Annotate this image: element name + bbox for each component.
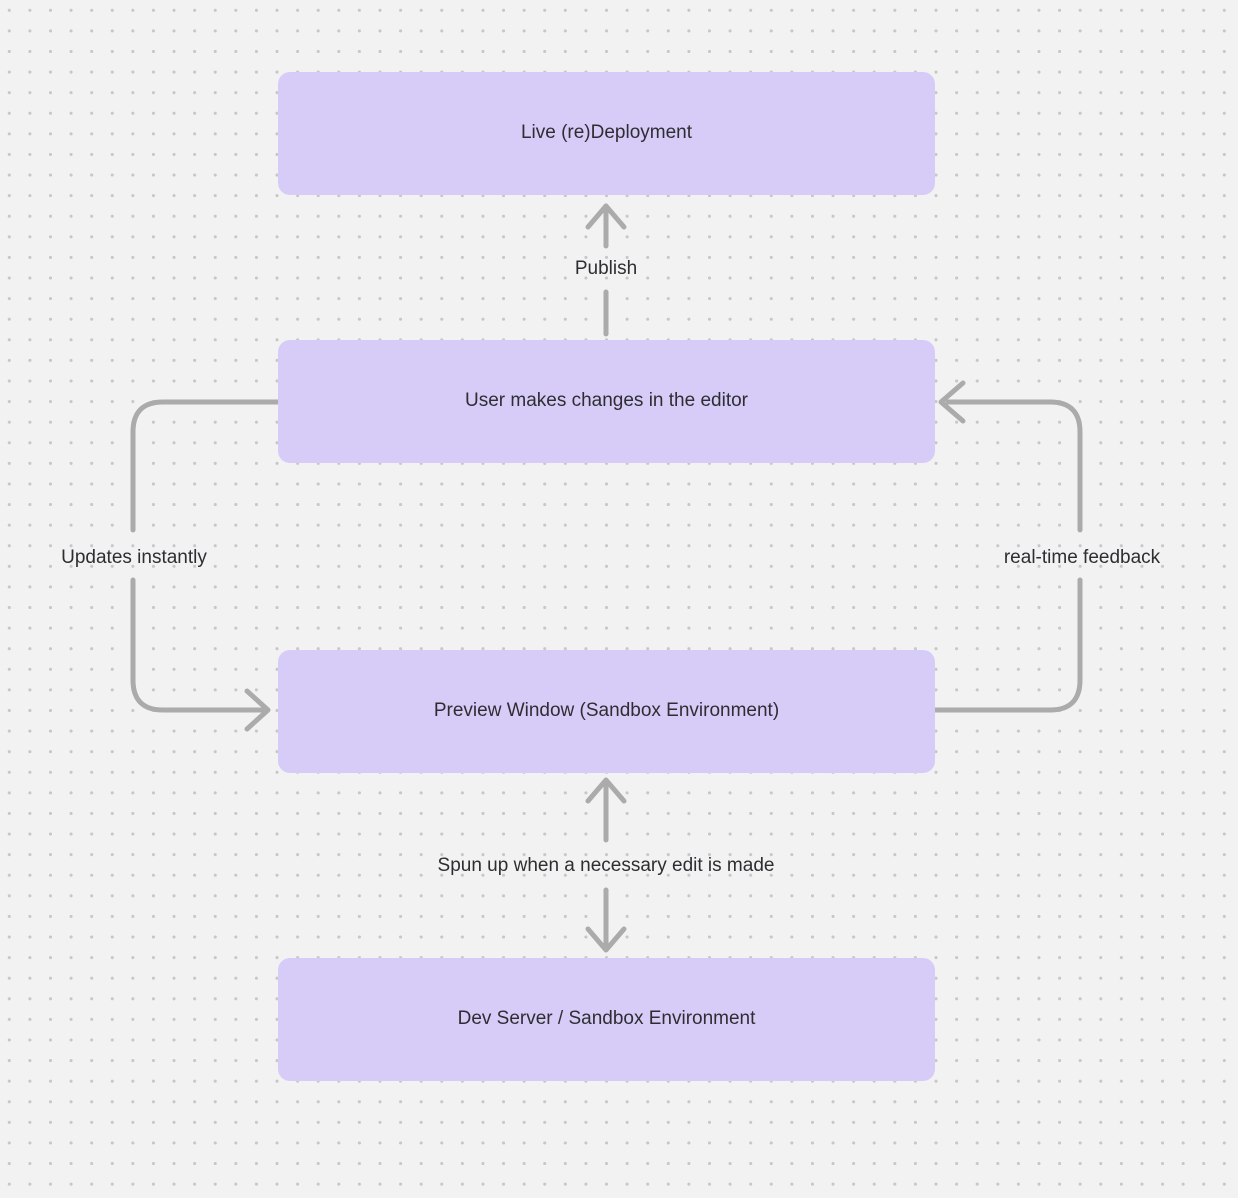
updates-arrow-upper-segment	[130, 399, 281, 533]
node-user-editor: User makes changes in the editor	[278, 340, 935, 463]
publish-arrow-head-up	[585, 203, 627, 230]
node-label: Preview Window (Sandbox Environment)	[433, 700, 780, 722]
node-label: Dev Server / Sandbox Environment	[457, 1008, 756, 1030]
feedback-arrow-upper-segment	[945, 399, 1083, 533]
node-live-redeployment: Live (re)Deployment	[278, 72, 935, 195]
node-label: User makes changes in the editor	[464, 390, 749, 412]
node-preview-window: Preview Window (Sandbox Environment)	[278, 650, 935, 773]
feedback-arrow-head-left	[938, 380, 966, 424]
edge-label-realtime-feedback: real-time feedback	[1003, 547, 1161, 568]
edge-label-publish: Publish	[574, 258, 638, 279]
feedback-arrow-lower-segment	[932, 577, 1083, 713]
edge-label-spun-up: Spun up when a necessary edit is made	[437, 855, 775, 876]
node-label: Live (re)Deployment	[520, 122, 693, 144]
spun-down-arrow-head	[585, 926, 627, 953]
updates-arrow-head-right	[244, 688, 271, 732]
updates-arrow-lower-segment	[130, 577, 265, 713]
edge-label-updates-instantly: Updates instantly	[61, 547, 207, 568]
node-dev-server: Dev Server / Sandbox Environment	[278, 958, 935, 1081]
spun-up-arrow-head	[585, 777, 627, 804]
